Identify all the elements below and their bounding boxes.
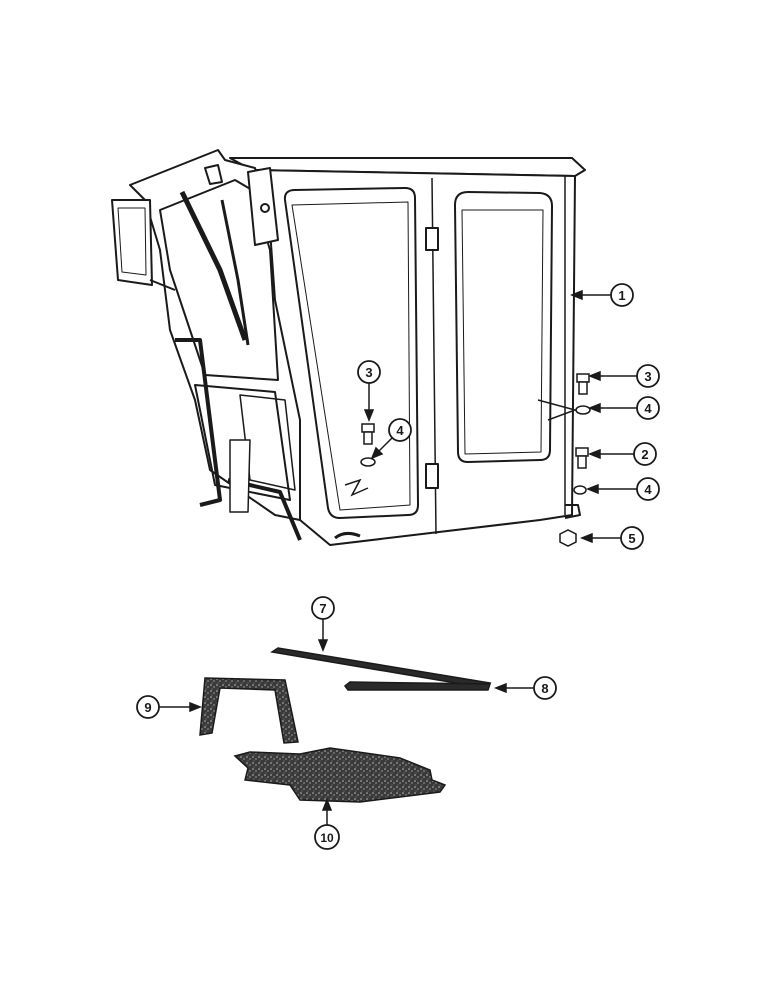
cab-assembly [111, 149, 586, 546]
seal-strip-7 [270, 647, 492, 689]
callout-2-label: 2 [641, 447, 648, 462]
callout-10-label: 10 [320, 831, 334, 845]
leader-lines [159, 289, 637, 825]
bolt-right-lower [575, 447, 589, 469]
callout-3-left-label: 3 [365, 365, 372, 380]
callout-5: 5 [620, 526, 644, 550]
trim-9 [199, 677, 299, 744]
callout-10: 10 [314, 824, 340, 850]
callout-4-right-upper: 4 [636, 396, 660, 420]
washer-left [360, 457, 376, 467]
bolt-right-upper [576, 373, 590, 395]
callout-7: 7 [311, 596, 335, 620]
callout-5-label: 5 [628, 531, 635, 546]
fasteners [344, 373, 591, 547]
washer-right-upper [575, 405, 591, 415]
callout-9-label: 9 [144, 700, 151, 715]
callout-4-right-upper-label: 4 [644, 401, 652, 416]
callout-7-label: 7 [319, 601, 326, 616]
washer-right-lower [573, 485, 587, 495]
callout-3-left: 3 [357, 360, 381, 384]
loose-parts [199, 647, 492, 803]
callout-4-right-lower: 4 [636, 477, 660, 501]
callout-4-right-lower-label: 4 [644, 482, 652, 497]
callout-8: 8 [533, 676, 557, 700]
callout-3-right: 3 [636, 364, 660, 388]
callout-9: 9 [136, 695, 160, 719]
floor-mat-10 [233, 747, 447, 803]
callout-8-label: 8 [541, 681, 548, 696]
callouts: 1 3 3 4 4 4 2 5 7 8 9 10 [136, 283, 660, 850]
callout-2: 2 [633, 442, 657, 466]
callout-4-left: 4 [388, 418, 412, 442]
callout-3-right-label: 3 [644, 369, 651, 384]
callout-1: 1 [610, 283, 634, 307]
callout-1-label: 1 [618, 288, 625, 303]
bolt-left [361, 423, 375, 445]
callout-4-left-label: 4 [396, 423, 404, 438]
nut [559, 529, 577, 547]
seal-strip-8 [343, 681, 492, 691]
